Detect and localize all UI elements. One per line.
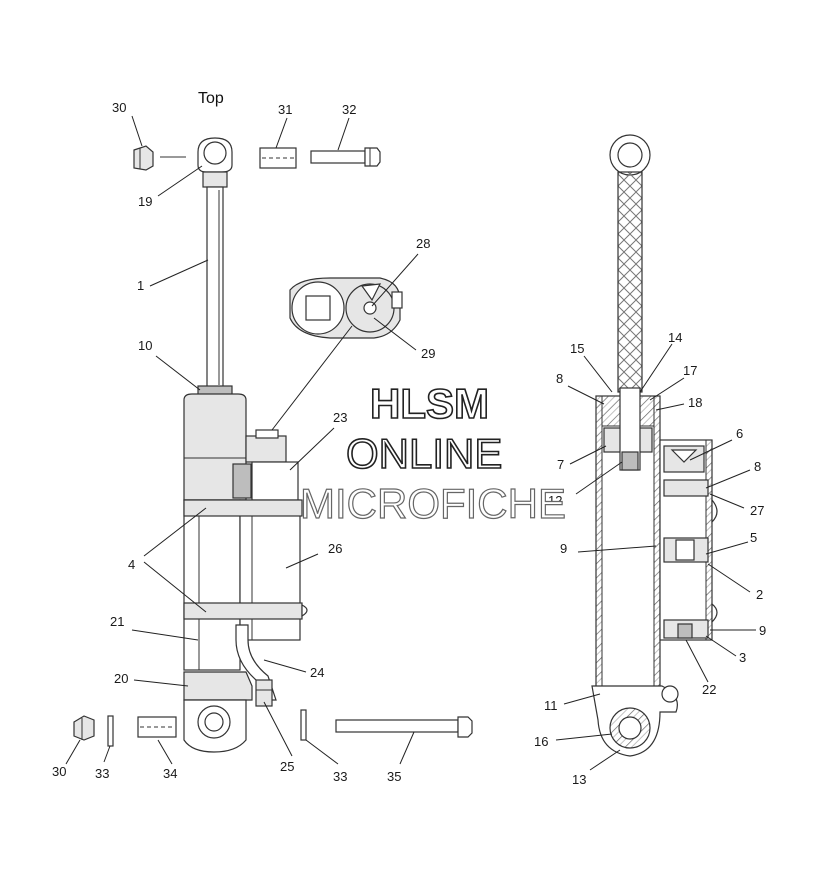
washer-33-right bbox=[300, 709, 307, 741]
top-nut-30 bbox=[133, 145, 154, 171]
watermark-line-2: ONLINE bbox=[346, 430, 502, 477]
watermark-line-1: HLSM bbox=[370, 380, 489, 427]
watermark: HLSM ONLINE MICROFICHE bbox=[299, 379, 566, 527]
bolt-35 bbox=[335, 716, 473, 738]
callout-label: 34 bbox=[163, 766, 177, 781]
callout-labels: 30 31 32 19 1 28 29 10 23 4 26 21 24 20 … bbox=[52, 100, 766, 787]
view-label-top: Top bbox=[198, 90, 224, 107]
callout-label: 33 bbox=[95, 766, 109, 781]
callout-label: 6 bbox=[736, 426, 743, 441]
callout-label: 19 bbox=[138, 194, 152, 209]
cutaway-view bbox=[591, 134, 718, 757]
leader-lines-left bbox=[65, 115, 419, 765]
callout-label: 10 bbox=[138, 338, 152, 353]
shaft-1 bbox=[206, 186, 224, 388]
callout-label: 18 bbox=[688, 395, 702, 410]
callout-label: 25 bbox=[280, 759, 294, 774]
cut-body bbox=[595, 387, 661, 695]
callout-label: 31 bbox=[278, 102, 292, 117]
callout-label: 28 bbox=[416, 236, 430, 251]
callout-label: 16 bbox=[534, 734, 548, 749]
leader-lines-right bbox=[555, 343, 756, 771]
callout-label: 24 bbox=[310, 665, 324, 680]
callout-label: 9 bbox=[759, 623, 766, 638]
callout-label: 14 bbox=[668, 330, 682, 345]
callout-label: 20 bbox=[114, 671, 128, 686]
callout-label: 5 bbox=[750, 530, 757, 545]
bolt-32 bbox=[310, 147, 381, 167]
callout-label: 23 bbox=[333, 410, 347, 425]
cut-top-eyelet bbox=[609, 134, 651, 176]
callout-label: 27 bbox=[750, 503, 764, 518]
callout-label: 1 bbox=[137, 278, 144, 293]
callout-label: 13 bbox=[572, 772, 586, 787]
callout-label: 29 bbox=[421, 346, 435, 361]
callout-label: 7 bbox=[557, 457, 564, 472]
washer-33-left bbox=[107, 715, 114, 747]
callout-label: 8 bbox=[556, 371, 563, 386]
callout-label: 9 bbox=[560, 541, 567, 556]
callout-label: 33 bbox=[333, 769, 347, 784]
callout-label: 21 bbox=[110, 614, 124, 629]
callout-label: 30 bbox=[52, 764, 66, 779]
callout-label: 3 bbox=[739, 650, 746, 665]
callout-label: 26 bbox=[328, 541, 342, 556]
adjuster-knob-28 bbox=[289, 277, 403, 339]
spacer-34 bbox=[137, 716, 177, 738]
exterior-view bbox=[73, 137, 473, 753]
callout-label: 35 bbox=[387, 769, 401, 784]
callout-label: 17 bbox=[683, 363, 697, 378]
watermark-line-3: MICROFICHE bbox=[300, 480, 566, 527]
callout-label: 12 bbox=[548, 493, 562, 508]
clamp-4-lower bbox=[183, 602, 308, 620]
bottom-nut-30 bbox=[73, 715, 95, 741]
top-eyelet-19 bbox=[197, 137, 233, 188]
callout-label: 4 bbox=[128, 557, 135, 572]
shock-body-21 bbox=[183, 499, 241, 671]
cut-shaft bbox=[617, 171, 643, 393]
callout-label: 8 bbox=[754, 459, 761, 474]
upper-body bbox=[183, 393, 247, 501]
callout-label: 30 bbox=[112, 100, 126, 115]
clamp-4-upper bbox=[183, 499, 303, 517]
spacer-31 bbox=[259, 147, 297, 169]
callout-label: 22 bbox=[702, 682, 716, 697]
bottom-mount-20 bbox=[183, 671, 253, 753]
reservoir-cap-23 bbox=[232, 429, 299, 503]
callout-label: 11 bbox=[544, 698, 558, 713]
callout-label: 2 bbox=[756, 587, 763, 602]
callout-label: 32 bbox=[342, 102, 356, 117]
fitting-25 bbox=[255, 679, 273, 707]
cut-reservoir bbox=[659, 439, 718, 641]
cut-bottom-eyelet bbox=[591, 685, 679, 757]
callout-label: 15 bbox=[570, 341, 584, 356]
